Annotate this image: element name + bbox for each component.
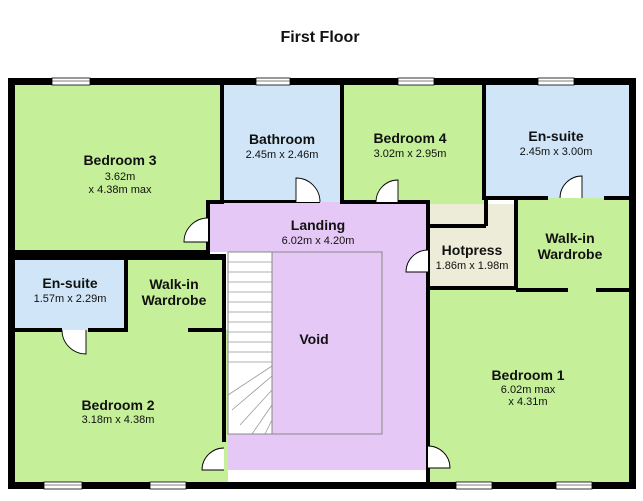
bedroom-4-dims: 3.02m x 2.95m: [374, 148, 447, 160]
bedroom-2-dims: 3.18m x 4.38m: [82, 414, 155, 426]
walkin-2-name-2: Wardrobe: [142, 292, 207, 308]
ensuite-2-dims: 1.57m x 2.29m: [34, 293, 107, 305]
walkin-1-name-1: Walk-in: [545, 230, 594, 246]
bathroom-name: Bathroom: [249, 131, 315, 147]
bedroom-3-area: [14, 84, 222, 252]
bedroom-1-dims-1: 6.02m max: [501, 384, 556, 396]
page-title: First Floor: [280, 29, 359, 46]
bedroom-3-dims-1: 3.62m: [105, 171, 136, 183]
walkin-1-name-2: Wardrobe: [538, 246, 603, 262]
room-labels: Bedroom 3 3.62m x 4.38m max Bathroom 2.4…: [34, 128, 603, 426]
bedroom-1-name: Bedroom 1: [491, 367, 564, 383]
door-bathroom[interactable]: [295, 177, 321, 203]
walkin-2-name-1: Walk-in: [149, 276, 198, 292]
bedroom-1-dims-2: x 4.31m: [508, 396, 547, 408]
ensuite-1-name: En-suite: [528, 128, 583, 144]
ensuite-1-dims: 2.45m x 3.00m: [520, 146, 593, 158]
door-bedroom3[interactable]: [183, 217, 209, 243]
bedroom-1-area: [428, 290, 630, 482]
hotpress-area: [428, 204, 516, 288]
door-bedroom2[interactable]: [201, 447, 225, 471]
door-bedroom1[interactable]: [427, 445, 451, 469]
bathroom-area: [222, 84, 342, 202]
landing-dims: 6.02m x 4.20m: [282, 235, 355, 247]
bathroom-dims: 2.45m x 2.46m: [246, 149, 319, 161]
walkin-wardrobe-2-area: [126, 258, 222, 330]
void-name: Void: [299, 331, 328, 347]
landing-name: Landing: [291, 217, 345, 233]
windows: [43, 77, 593, 490]
ensuite-2-area: [14, 258, 126, 330]
bedroom-4-name: Bedroom 4: [373, 130, 446, 146]
walkin-wardrobe-1-area: [516, 198, 630, 290]
bedroom-3-dims-2: x 4.38m max: [89, 184, 152, 196]
hotpress-dims: 1.86m x 1.98m: [436, 260, 509, 272]
door-bedroom4[interactable]: [375, 179, 399, 203]
door-ensuite1[interactable]: [559, 175, 583, 199]
staircase: [227, 251, 383, 435]
bedroom-2-area: [14, 330, 228, 482]
ensuite-2-name: En-suite: [42, 275, 97, 291]
ensuite-1-area: [484, 84, 630, 198]
void-area: [272, 252, 382, 434]
bedroom-2-name: Bedroom 2: [81, 397, 154, 413]
bedroom-3-name: Bedroom 3: [83, 152, 156, 168]
doors: [61, 175, 583, 471]
hotpress-name: Hotpress: [442, 242, 503, 258]
door-hotpress[interactable]: [405, 249, 429, 273]
door-ensuite2[interactable]: [61, 329, 87, 355]
